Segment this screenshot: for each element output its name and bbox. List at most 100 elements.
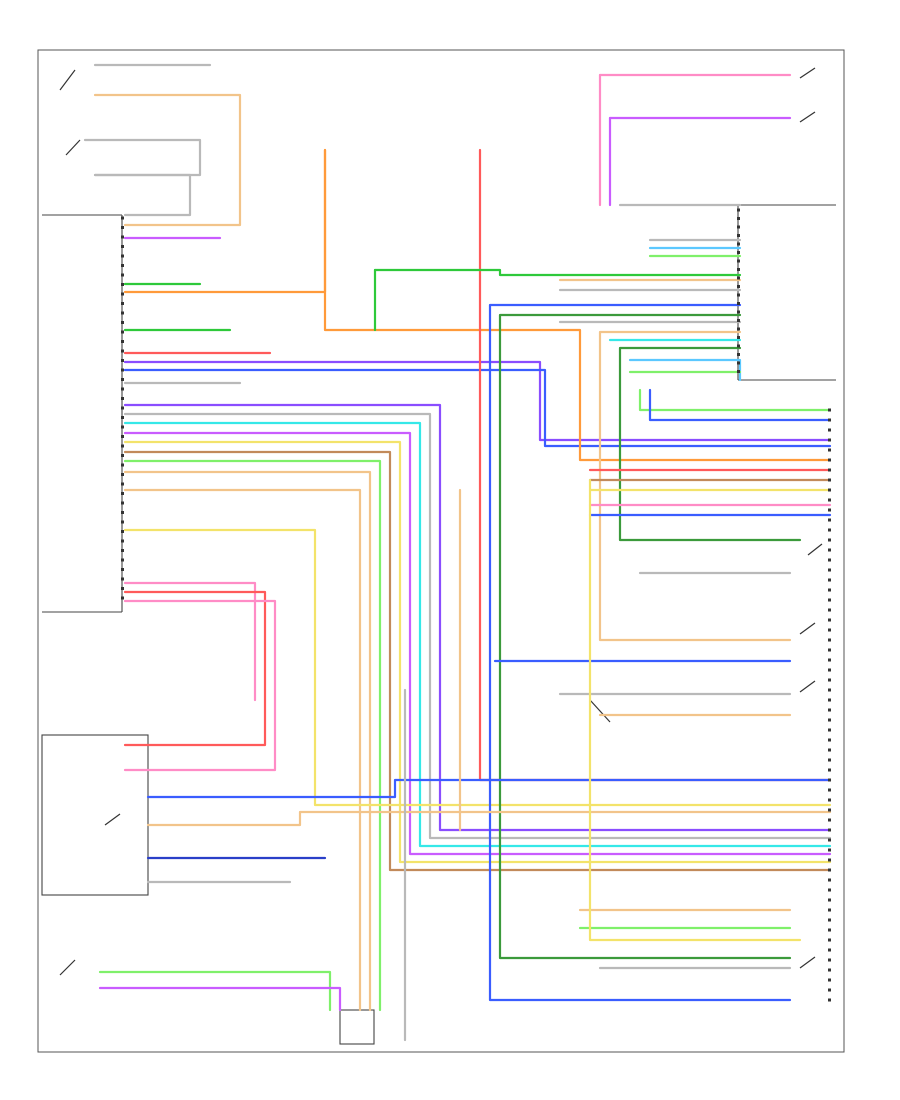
wire-blue-48 [648, 388, 832, 422]
connector-pin [828, 728, 831, 732]
wire-gray-13 [123, 412, 832, 840]
connector-pin [828, 758, 831, 762]
wire-purple-12 [123, 403, 832, 832]
connector-pin [828, 858, 831, 862]
connector-pin [737, 242, 740, 246]
connector-pin [828, 908, 831, 912]
connector-pin [121, 492, 124, 495]
connector-pin [828, 478, 831, 482]
connector-pin [828, 978, 831, 982]
connector-pin [828, 658, 831, 662]
connector-pin [828, 688, 831, 692]
connector-pin [121, 216, 124, 220]
wire-tan-1 [93, 93, 242, 227]
connector-pin [828, 838, 831, 842]
wire-green-27 [373, 268, 742, 277]
connector-pin [828, 628, 831, 632]
connector-pin [121, 568, 124, 571]
connector-pin [121, 596, 124, 600]
wire-ltblue-45 [628, 358, 742, 382]
connector-pin [828, 798, 831, 802]
wire-gray-2 [83, 138, 202, 177]
diagram-frame [37, 49, 845, 1053]
connector-pin [121, 273, 124, 277]
connector-pin [828, 698, 831, 702]
connector-pin [737, 302, 740, 305]
connector-pin [828, 518, 831, 522]
connector-pin [828, 928, 831, 932]
connector-pin [828, 488, 831, 492]
wire-pink-24 [123, 599, 277, 772]
wire-brown-17 [123, 450, 832, 872]
wire-ltgreen-61 [98, 970, 332, 1012]
pin-group [121, 208, 831, 1002]
switch-symbols [59, 67, 823, 976]
connector-pin [828, 448, 831, 452]
left-connector-block [42, 214, 123, 613]
wire-ltgreen-18 [123, 459, 382, 1012]
connector-pin [828, 678, 831, 682]
wire-yellow-69 [588, 478, 802, 942]
connector-pin [121, 254, 124, 258]
connector-pin [828, 808, 831, 812]
connector-pin [737, 251, 740, 254]
connector-pin [121, 539, 124, 543]
connector-pin [828, 988, 831, 992]
connector-pin [737, 217, 740, 220]
wire-tan-19 [123, 470, 372, 1012]
wire-tan-64 [146, 810, 832, 827]
wire-orange-5 [123, 148, 327, 294]
connector-pin [828, 538, 831, 542]
connector-pin [828, 408, 831, 412]
connector-pin [828, 828, 831, 832]
connector-pin [121, 226, 124, 229]
wire-yellow-16 [123, 440, 832, 864]
connector-pin [828, 608, 831, 612]
connector-pin [121, 425, 124, 429]
connector-pin [828, 548, 831, 552]
connector-pin [121, 245, 124, 248]
connector-pin [828, 948, 831, 952]
connector-pin [828, 558, 831, 562]
connector-pin [828, 618, 831, 622]
connector-pin [828, 578, 831, 582]
right-connector-block [737, 204, 836, 381]
connector-pin [737, 327, 740, 331]
connector-pin [121, 416, 124, 419]
connector-pin [121, 520, 124, 524]
connector-pin [828, 438, 831, 442]
connector-pin [828, 768, 831, 772]
connector-pin [828, 958, 831, 962]
connector-pin [828, 668, 831, 672]
connector-pin [121, 340, 124, 343]
wire-red-26 [478, 148, 832, 782]
connector-pin [828, 708, 831, 712]
connector-pin [828, 508, 831, 512]
connector-pin [121, 463, 124, 467]
wire-blue-10 [123, 368, 832, 448]
connector-pin [121, 482, 124, 486]
connector-pin [828, 648, 831, 652]
connector-pin [121, 558, 124, 562]
connector-pin [828, 788, 831, 792]
wire-gray-3 [93, 173, 192, 217]
connector-pin [737, 370, 740, 373]
connector-pin [121, 501, 124, 505]
connector-pin [828, 748, 831, 752]
connector-pin [121, 378, 124, 381]
connector-pin [121, 349, 124, 353]
connector-pin [737, 319, 740, 322]
connector-pin [828, 998, 831, 1002]
wire-violet-62 [98, 986, 342, 1012]
connector-pin [121, 435, 124, 438]
connector-pin [828, 888, 831, 892]
connector-pin [828, 848, 831, 852]
connector-pin [737, 336, 740, 339]
center-ground-block [339, 1009, 375, 1045]
connector-pin [121, 302, 124, 305]
wire-orange-25 [323, 148, 832, 462]
connector-pin [121, 311, 124, 315]
connector-pin [828, 428, 831, 432]
connector-pin [121, 235, 124, 239]
